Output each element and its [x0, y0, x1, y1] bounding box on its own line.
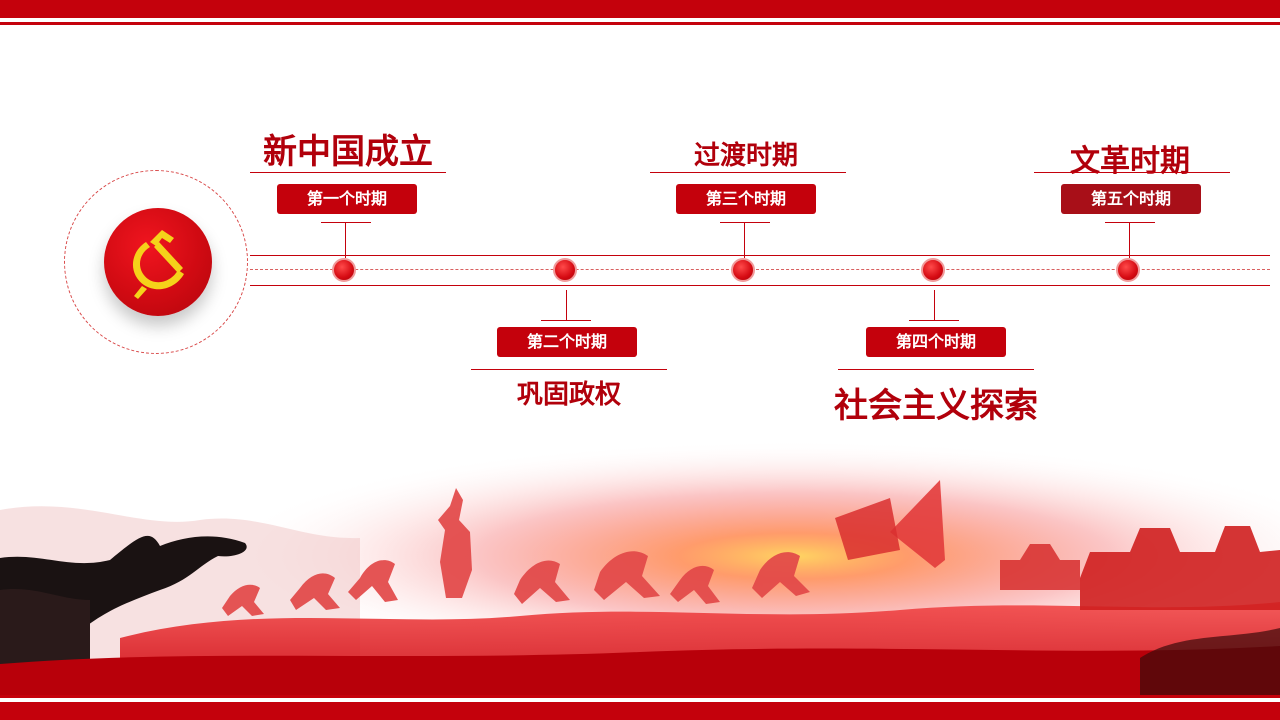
top-border-line: [0, 22, 1280, 25]
period-1-node[interactable]: [332, 258, 356, 282]
period-3-tag: 第三个时期: [676, 184, 816, 214]
period-4-tag: 第四个时期: [866, 327, 1006, 357]
period-5-node[interactable]: [1116, 258, 1140, 282]
period-2-connector-cap: [541, 320, 591, 321]
period-5-title: 文革时期: [1070, 144, 1190, 179]
period-1-connector-cap: [321, 222, 371, 223]
revolution-scene-illustration: [0, 440, 1280, 698]
period-4-title: 社会主义探索: [834, 386, 1038, 426]
period-1-underline: [250, 172, 446, 173]
timeline-rail-dashed: [250, 269, 1270, 270]
period-3-connector-cap: [720, 222, 770, 223]
period-2-underline: [471, 369, 667, 370]
period-1-tag: 第一个时期: [277, 184, 417, 214]
timeline-rail-top: [250, 255, 1270, 256]
period-2-tag: 第二个时期: [497, 327, 637, 357]
hammer-sickle-icon: [132, 230, 184, 299]
period-3-connector: [744, 222, 745, 258]
period-2-node[interactable]: [553, 258, 577, 282]
period-4-connector-cap: [909, 320, 959, 321]
period-4-node[interactable]: [921, 258, 945, 282]
period-3-title: 过渡时期: [693, 141, 798, 171]
period-1-title: 新中国成立: [263, 132, 433, 172]
period-4-connector: [934, 290, 935, 320]
period-3-node[interactable]: [731, 258, 755, 282]
period-1-connector: [345, 222, 346, 258]
period-2-title: 巩固政权: [516, 380, 621, 410]
party-emblem: [104, 208, 212, 316]
emblem-dashed-ring: [64, 170, 248, 354]
period-3-underline: [650, 172, 846, 173]
top-border-band: [0, 0, 1280, 18]
period-5-underline: [1034, 172, 1230, 173]
period-5-connector-cap: [1105, 222, 1155, 223]
period-5-connector: [1129, 222, 1130, 258]
bottom-border-line: [0, 695, 1280, 698]
period-2-connector: [566, 290, 567, 320]
period-4-underline: [838, 369, 1034, 370]
timeline-rail-bottom: [250, 285, 1270, 286]
bottom-border-band: [0, 702, 1280, 720]
period-5-tag: 第五个时期: [1061, 184, 1201, 214]
